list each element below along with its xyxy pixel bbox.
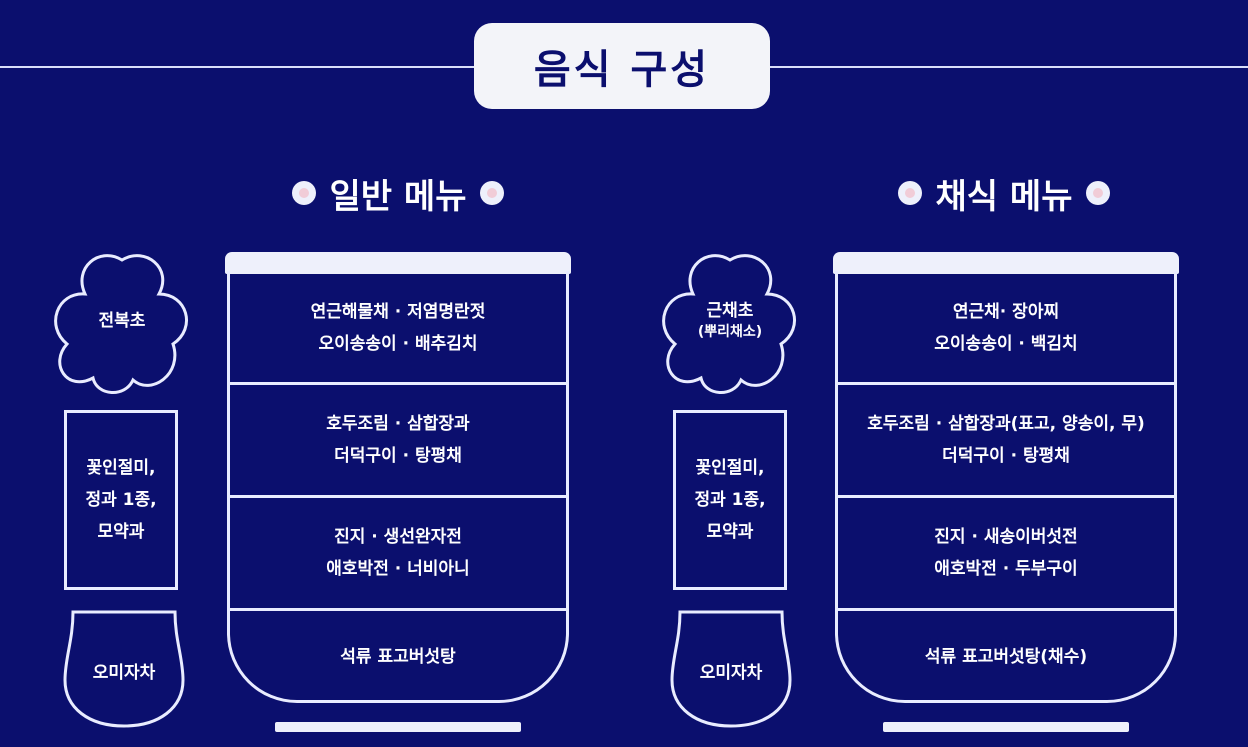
vegetarian-sweets-box: 꽃인절미, 정과 1종, 모약과: [673, 410, 787, 590]
general-sweets-box: 꽃인절미, 정과 1종, 모약과: [64, 410, 178, 590]
header-rule-right: [770, 66, 1248, 68]
bowl-row-line: 호두조림 · 삼합장과: [326, 413, 470, 434]
bowl-row-line: 오이송송이 · 배추김치: [318, 334, 478, 354]
vegetarian-bowl: 연근채· 장아찌 오이송송이 · 백김치 호두조림 · 삼합장과(표고, 양송이…: [833, 252, 1179, 734]
cup-label: 오미자차: [92, 662, 156, 683]
bowl-rim: [225, 252, 571, 274]
sweets-line: 모약과: [706, 522, 754, 543]
bowl-divider: [835, 608, 1177, 611]
bowl-foot: [883, 722, 1129, 732]
bowl-row-line: 석류 표고버섯탕(채수): [924, 646, 1088, 667]
bowl-divider: [835, 382, 1177, 385]
sweets-line: 정과 1종,: [694, 489, 766, 510]
bowl-row-line: 더덕구이 · 탕평채: [942, 446, 1070, 466]
sweets-line: 정과 1종,: [85, 489, 157, 510]
flower-outline-icon: [662, 254, 796, 394]
cup-outline-icon: [670, 610, 792, 728]
bowl-body: [835, 271, 1177, 703]
bowl-row-line: 진지 · 생선완자전: [334, 526, 462, 547]
sweets-line: 꽃인절미,: [695, 457, 765, 478]
flower-dot-icon: [480, 181, 505, 205]
general-menu-heading: 일반 메뉴: [270, 168, 526, 218]
bowl-divider: [227, 382, 569, 385]
general-bowl: 연근해물채 · 저염명란젓 오이송송이 · 배추김치 호두조림 · 삼합장과 더…: [225, 252, 571, 734]
bowl-row: 석류 표고버섯탕(채수): [838, 611, 1174, 703]
bowl-row-line: 석류 표고버섯탕: [340, 646, 456, 667]
vegetarian-menu-heading: 채식 메뉴: [876, 168, 1132, 218]
bowl-divider: [835, 495, 1177, 498]
bowl-row: 석류 표고버섯탕: [230, 611, 566, 703]
bowl-row-line: 더덕구이 · 탕평채: [334, 446, 462, 466]
flower-dot-icon: [291, 181, 316, 205]
header-rule-left: [0, 66, 474, 68]
bowl-row-line: 애호박전 · 두부구이: [934, 559, 1078, 579]
cup-label: 오미자차: [699, 662, 763, 683]
bowl-row-line: 진지 · 새송이버섯전: [934, 526, 1078, 547]
bowl-row: 호두조림 · 삼합장과 더덕구이 · 탕평채: [230, 385, 566, 495]
sweets-line: 꽃인절미,: [86, 457, 156, 478]
flower-label: 전복초: [98, 310, 146, 331]
bowl-row-line: 오이송송이 · 백김치: [934, 334, 1078, 354]
bowl-row: 연근해물채 · 저염명란젓 오이송송이 · 배추김치: [230, 274, 566, 382]
general-menu-title: 일반 메뉴: [329, 176, 467, 217]
bowl-body: [227, 271, 569, 703]
general-flower-dish: 전복초: [47, 246, 197, 396]
bowl-row-line: 애호박전 · 너비아니: [326, 559, 470, 579]
vegetarian-tea-cup: 오미자차: [670, 610, 792, 728]
page-title: 음식 구성: [474, 23, 770, 109]
bowl-divider: [227, 495, 569, 498]
flower-outline-icon: [54, 254, 188, 394]
flower-dot-icon: [897, 181, 922, 205]
bowl-row: 호두조림 · 삼합장과(표고, 양송이, 무) 더덕구이 · 탕평채: [838, 385, 1174, 495]
general-tea-cup: 오미자차: [63, 610, 185, 728]
vegetarian-menu-title: 채식 메뉴: [935, 176, 1073, 217]
sweets-line: 모약과: [97, 522, 145, 543]
bowl-row: 진지 · 새송이버섯전 애호박전 · 두부구이: [838, 498, 1174, 608]
bowl-row-line: 연근해물채 · 저염명란젓: [310, 301, 486, 322]
bowl-row: 연근채· 장아찌 오이송송이 · 백김치: [838, 274, 1174, 382]
flower-dot-icon: [1086, 181, 1111, 205]
bowl-row-line: 연근채· 장아찌: [952, 301, 1060, 322]
bowl-row: 진지 · 생선완자전 애호박전 · 너비아니: [230, 498, 566, 608]
vegetarian-flower-dish: 근채초 (뿌리채소): [655, 246, 805, 396]
bowl-divider: [227, 608, 569, 611]
bowl-foot: [275, 722, 521, 732]
flower-label: 근채초: [706, 301, 754, 322]
flower-sublabel: (뿌리채소): [697, 324, 763, 341]
bowl-rim: [833, 252, 1179, 274]
bowl-row-line: 호두조림 · 삼합장과(표고, 양송이, 무): [867, 413, 1145, 434]
cup-outline-icon: [63, 610, 185, 728]
